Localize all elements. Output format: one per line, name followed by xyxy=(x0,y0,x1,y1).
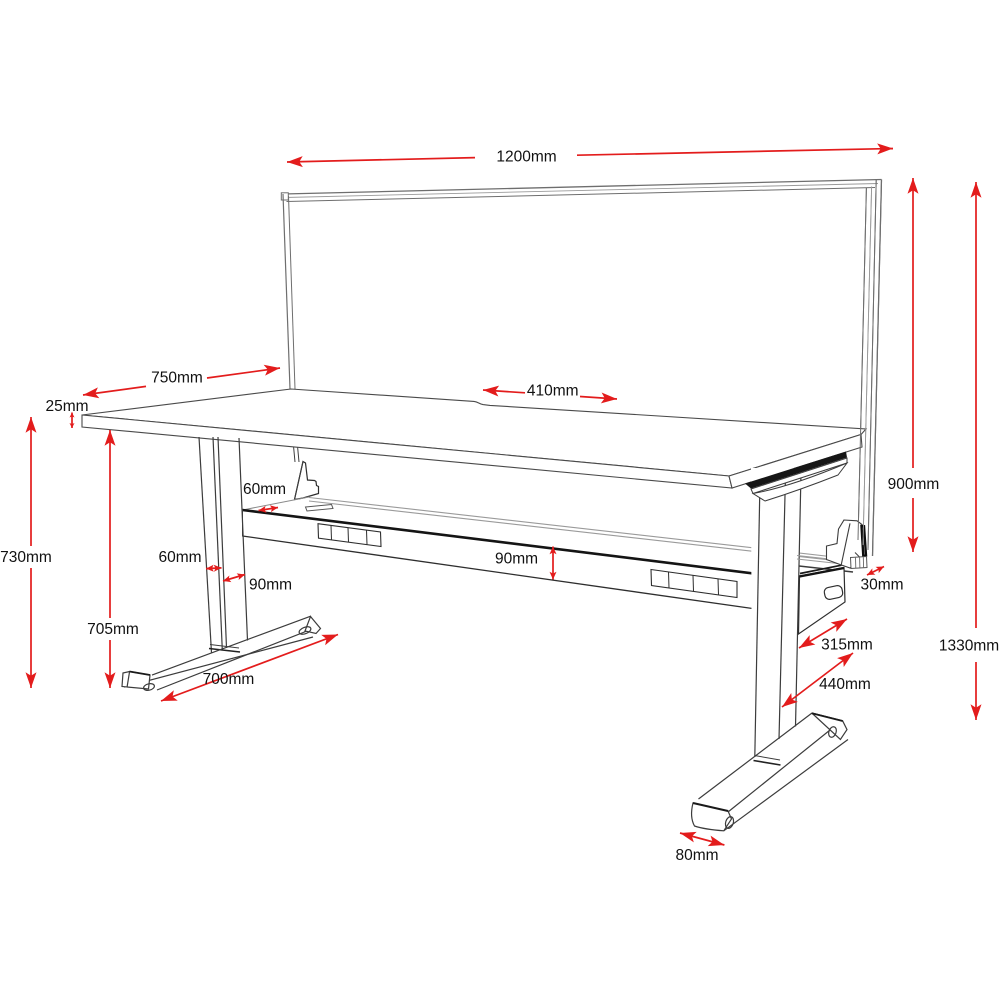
svg-text:90mm: 90mm xyxy=(495,551,538,568)
svg-text:900mm: 900mm xyxy=(888,476,940,493)
svg-text:90mm: 90mm xyxy=(249,577,292,594)
svg-text:440mm: 440mm xyxy=(819,676,871,693)
svg-text:1330mm: 1330mm xyxy=(939,638,999,655)
svg-text:60mm: 60mm xyxy=(158,549,201,566)
svg-text:315mm: 315mm xyxy=(821,637,873,654)
svg-text:80mm: 80mm xyxy=(675,847,718,864)
svg-text:730mm: 730mm xyxy=(0,549,52,566)
svg-text:750mm: 750mm xyxy=(151,370,203,387)
svg-text:410mm: 410mm xyxy=(527,383,579,400)
svg-text:705mm: 705mm xyxy=(87,621,139,638)
svg-text:1200mm: 1200mm xyxy=(496,149,556,166)
svg-text:700mm: 700mm xyxy=(203,671,255,688)
svg-text:30mm: 30mm xyxy=(860,577,903,594)
svg-text:60mm: 60mm xyxy=(243,481,286,498)
svg-text:25mm: 25mm xyxy=(45,398,88,415)
